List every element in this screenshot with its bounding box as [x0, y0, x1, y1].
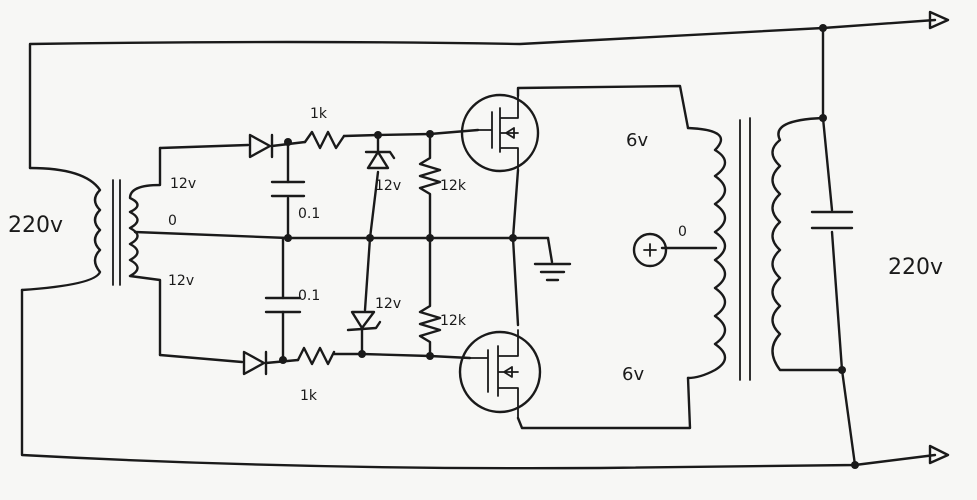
bottom-capacitor [264, 296, 302, 314]
junction-dot [374, 131, 382, 139]
bottom-output-arrow [928, 444, 950, 465]
bottom-mosfet-internals [469, 329, 519, 419]
bottom-resistor-label: 1k [300, 388, 318, 404]
junction-dot [426, 130, 434, 138]
junction-dot [426, 234, 434, 242]
top-drain-wire [516, 84, 690, 130]
battery-symbol [632, 232, 668, 268]
top-bias-resistor [418, 132, 442, 240]
input-voltage-label: 220v [8, 213, 63, 238]
secondary-center-label: 0 [168, 213, 177, 229]
bottom-diode [242, 350, 268, 376]
bottom-drain-wire [516, 376, 692, 430]
junction-dot [851, 461, 859, 469]
input-primary-winding [20, 166, 102, 292]
junction-dot [819, 24, 827, 32]
junction-dot [284, 138, 292, 146]
bottom-mosfet [458, 330, 542, 414]
top-gate-wire [342, 128, 480, 138]
secondary-bottom-label: 12v [168, 273, 194, 289]
input-transformer-core [112, 179, 121, 286]
output-primary-winding [686, 126, 727, 380]
battery-zero-label: 0 [678, 224, 687, 240]
ground-wire [546, 236, 554, 264]
top-winding-label: 6v [626, 130, 648, 151]
bottom-resistor [296, 346, 336, 366]
top-zener-label: 12v [375, 178, 401, 194]
ground-symbol [533, 262, 572, 282]
bottom-bias-resistor [418, 236, 442, 358]
bottom-gate-wire [332, 352, 472, 360]
bottom-zener [346, 310, 382, 332]
battery-plus-sign [643, 243, 657, 257]
top-diode-wire [158, 143, 250, 150]
junction-dot [426, 352, 434, 360]
top-capacitor [270, 180, 306, 198]
top-rail-wire [28, 18, 937, 170]
junction-dot [279, 356, 287, 364]
top-zener [364, 150, 396, 170]
bottom-rail-wire [20, 288, 937, 470]
output-transformer-core [739, 117, 751, 381]
top-diode [248, 133, 274, 159]
output-capacitor [810, 210, 854, 230]
bottom-zener-lead [360, 236, 372, 356]
top-source-wire [511, 168, 520, 327]
bottom-capacitor-label: 0.1 [298, 288, 320, 304]
junction-dot [819, 114, 827, 122]
junction-dot [509, 234, 517, 242]
bottom-bias-label: 12k [440, 313, 467, 329]
junction-dot [366, 234, 374, 242]
output-voltage-label: 220v [888, 255, 943, 280]
output-right-wire [821, 26, 857, 467]
output-secondary-winding [771, 116, 844, 372]
top-mosfet-internals [477, 95, 519, 171]
top-output-arrow [928, 10, 950, 30]
junction-dot [358, 350, 366, 358]
top-resistor [303, 130, 346, 150]
input-secondary-winding [128, 146, 162, 357]
top-bias-label: 12k [440, 178, 467, 194]
top-capacitor-label: 0.1 [298, 206, 320, 222]
junction-dot [284, 234, 292, 242]
secondary-top-label: 12v [170, 176, 196, 192]
bottom-zener-label: 12v [375, 296, 401, 312]
bottom-winding-label: 6v [622, 364, 644, 385]
junction-dot [838, 366, 846, 374]
bottom-diode-wire [158, 353, 244, 364]
top-resistor-label: 1k [310, 106, 328, 122]
center-tap-wire [133, 230, 550, 240]
top-mosfet [460, 93, 540, 173]
